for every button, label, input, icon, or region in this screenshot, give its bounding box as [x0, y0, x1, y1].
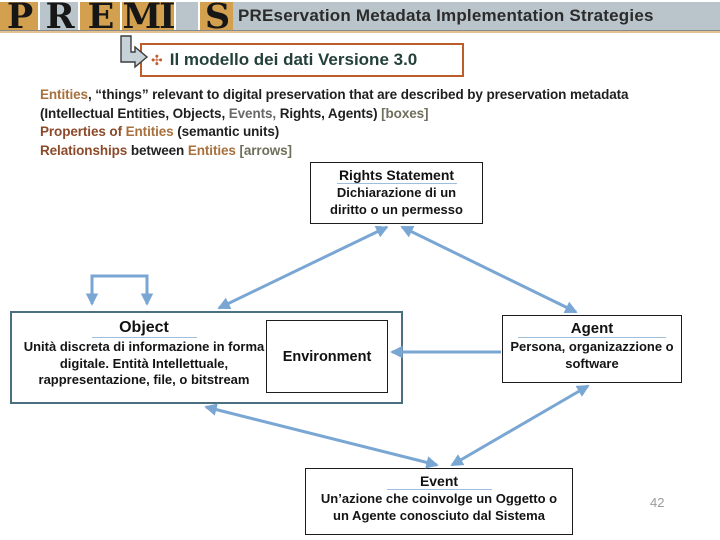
- intro-paragraph: Entities, “things” relevant to digital p…: [40, 86, 629, 161]
- logo-letter: P: [6, 0, 33, 37]
- rights-statement-box: Rights Statement Dichiarazione di un dir…: [310, 162, 483, 224]
- intro-line: Relationships between Entities [arrows]: [40, 142, 628, 161]
- object-title-underline: [91, 337, 197, 338]
- text-segment: Events,: [228, 105, 277, 121]
- text-segment: Entities: [125, 124, 174, 139]
- agent-title: Agent: [570, 320, 614, 337]
- text-segment: [arrows]: [235, 142, 292, 158]
- text-segment: Entities: [40, 87, 88, 102]
- banner-title: PREservation Metadata Implementation Str…: [238, 6, 654, 25]
- logo-letter-box: S: [200, 0, 233, 35]
- logo-letter: R: [45, 0, 74, 37]
- event-box: Event Un’azione che coinvolge un Oggetto…: [305, 468, 573, 535]
- event-title-underline: [386, 489, 492, 490]
- rights-agent-arrow: [400, 225, 578, 314]
- rights-object-arrow: [217, 225, 389, 310]
- intro-line: Entities, “things” relevant to digital p…: [40, 86, 629, 105]
- agent-box: Agent Persona, organizazzione o software: [502, 315, 682, 383]
- intro-line: (Intellectual Entities, Objects, Events,…: [40, 105, 628, 124]
- agent-event-arrow: [450, 384, 590, 467]
- text-segment: , “things” relevant to digital preservat…: [87, 87, 629, 102]
- header-divider-accent: [0, 31, 720, 33]
- text-segment: between: [127, 142, 188, 158]
- logo-letter-box: P: [0, 0, 38, 35]
- text-segment: (semantic units): [173, 124, 280, 139]
- page-number: 42: [650, 495, 665, 510]
- logo-letter-box: E: [80, 0, 120, 35]
- intro-line: Properties of Entities (semantic units): [40, 123, 628, 142]
- logo-spacer-box: [176, 2, 198, 30]
- event-description: Un’azione che coinvolge un Oggetto o un …: [320, 491, 558, 523]
- agent-title-underline: [518, 337, 666, 338]
- text-segment: (Intellectual Entities, Objects,: [40, 105, 229, 121]
- logo-letter-box: R: [40, 0, 78, 35]
- rights-title-underline: [336, 183, 457, 184]
- logo-letter-box: MI: [122, 0, 176, 35]
- text-segment: [boxes]: [381, 105, 429, 121]
- slide-title-box: ✣ Il modello dei dati Versione 3.0: [140, 43, 464, 77]
- logo-letter: S: [204, 0, 230, 37]
- text-segment: Rights, Agents): [276, 105, 382, 121]
- logo-letter: MI: [122, 0, 175, 37]
- object-title: Object: [119, 319, 169, 336]
- object-event-arrow: [204, 403, 439, 469]
- header-divider: [0, 30, 720, 31]
- agent-description: Persona, organizazzione o software: [510, 339, 674, 371]
- environment-title: Environment: [282, 348, 372, 365]
- logo-letter: E: [87, 0, 115, 37]
- environment-box: Environment: [266, 320, 388, 393]
- rights-title: Rights Statement: [338, 167, 455, 183]
- text-segment: Relationships: [40, 142, 128, 158]
- flower-bullet-icon: ✣: [151, 51, 163, 68]
- page-title: Il modello dei dati Versione 3.0: [169, 50, 418, 69]
- rights-description: Dichiarazione di un diritto o un permess…: [330, 185, 463, 217]
- object-description: Unità discreta di informazione in forma …: [23, 339, 265, 387]
- object-content: Object Unità discreta di informazione in…: [18, 319, 270, 389]
- text-segment: Entities: [187, 142, 236, 158]
- text-segment: Properties of: [40, 124, 126, 139]
- event-title: Event: [419, 473, 459, 489]
- header-banner: PREservation Metadata Implementation Str…: [226, 2, 720, 30]
